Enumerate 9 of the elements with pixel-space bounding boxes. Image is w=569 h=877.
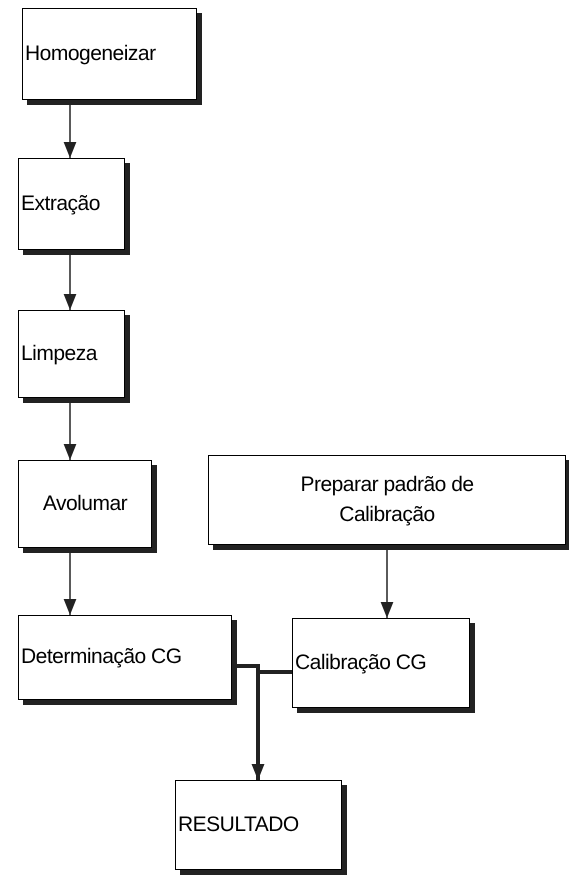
- box-label: Calibração CG: [295, 650, 428, 676]
- box-label: Determinação CG: [21, 644, 183, 670]
- box-label: RESULTADO: [178, 812, 300, 838]
- arrow: [252, 670, 292, 780]
- box-label: Homogeneizar: [25, 40, 157, 67]
- box-label: Limpeza: [21, 340, 98, 367]
- box-label: Extração: [21, 190, 101, 217]
- box-label: Preparar padrão de Calibração: [299, 472, 475, 528]
- box-label: Avolumar: [42, 490, 128, 517]
